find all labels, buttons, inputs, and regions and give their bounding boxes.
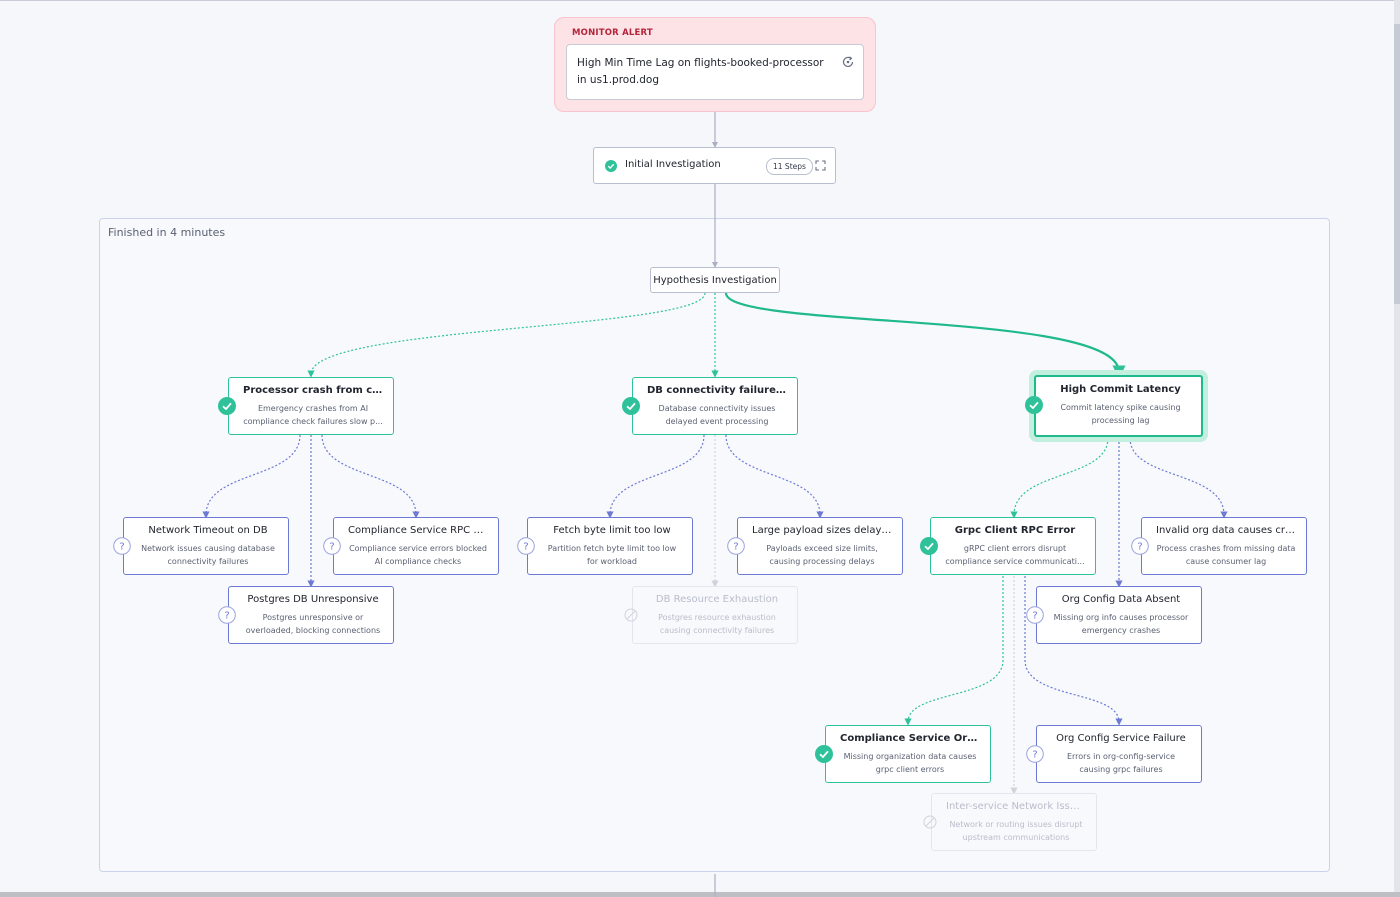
node-description: Database connectivity issues delayed eve… — [658, 404, 776, 426]
node-title: DB connectivity failure ca... — [647, 385, 787, 396]
initial-investigation-node[interactable]: Initial Investigation 11 Steps — [593, 147, 836, 184]
check-circle-icon — [218, 397, 236, 415]
svg-text:?: ? — [224, 611, 229, 622]
node-title: Grpc Client RPC Error — [954, 525, 1076, 536]
hypothesis-node-high-commit-latency[interactable]: High Commit Latency Commit latency spike… — [1025, 375, 1203, 437]
node-title: Invalid org data causes cras... — [1156, 525, 1296, 536]
node-title: Processor crash from com... — [243, 385, 383, 396]
hypothesis-node-compliance-service-org-data[interactable]: Compliance Service Org D... Missing orga… — [815, 725, 991, 783]
svg-text:?: ? — [523, 542, 528, 553]
node-title: Org Config Service Failure — [1056, 733, 1186, 744]
edge-hypo-processor — [307, 292, 706, 378]
initial-investigation-label: Initial Investigation — [625, 159, 721, 170]
question-circle-icon: ? — [218, 606, 236, 624]
edge-proc-network — [202, 434, 301, 519]
svg-text:?: ? — [1032, 611, 1037, 622]
node-description: Errors in org-config-service causing grp… — [1066, 752, 1176, 774]
ruled-out-icon — [624, 608, 638, 622]
node-description: Missing organization data causes grpc cl… — [843, 752, 977, 774]
question-circle-icon: ? — [113, 537, 131, 555]
edge-commit-grpc — [1010, 437, 1109, 519]
window-top-border — [0, 0, 1400, 1]
question-circle-icon: ? — [323, 537, 341, 555]
node-title: Large payload sizes delay c... — [752, 525, 892, 536]
node-title: Network Timeout on DB — [148, 525, 268, 536]
node-title: High Commit Latency — [1060, 384, 1181, 395]
check-circle-icon — [605, 160, 617, 172]
svg-text:?: ? — [733, 542, 738, 553]
question-circle-icon: ? — [517, 537, 535, 555]
node-description: Postgres unresponsive or overloaded, blo… — [245, 613, 381, 635]
hypothesis-node-processor-crash[interactable]: Processor crash from com... Emergency cr… — [218, 377, 394, 435]
node-title: Compliance Service RPC Fai... — [348, 525, 488, 536]
hypothesis-node-network-timeout[interactable]: ? Network Timeout on DB Network issues c… — [113, 517, 289, 575]
hypothesis-node-grpc-client-rpc-error[interactable]: Grpc Client RPC Error gRPC client errors… — [920, 517, 1096, 575]
hypothesis-node-db-resource-exhaustion[interactable]: DB Resource Exhaustion Postgres resource… — [624, 586, 798, 644]
edge-db-fetch — [606, 434, 705, 519]
check-circle-icon — [920, 537, 938, 555]
node-description: Emergency crashes from AI compliance che… — [243, 404, 383, 426]
hypothesis-node-postgres-unresponsive[interactable]: ? Postgres DB Unresponsive Postgres unre… — [218, 586, 394, 644]
node-description: Postgres resource exhaustion causing con… — [658, 613, 776, 635]
node-description: Payloads exceed size limits, causing pro… — [766, 544, 878, 566]
svg-text:?: ? — [1032, 750, 1037, 761]
node-description: Partition fetch byte limit too low for w… — [547, 544, 677, 566]
check-circle-icon — [622, 397, 640, 415]
check-circle-icon — [1025, 396, 1043, 414]
edge-grpc-complianceorg — [904, 576, 1004, 726]
check-circle-icon — [815, 745, 833, 763]
alert-card[interactable]: High Min Time Lag on flights-booked-proc… — [566, 44, 864, 100]
node-title: Fetch byte limit too low — [553, 525, 671, 536]
expand-icon[interactable] — [815, 160, 826, 171]
edge-grpc-orgfailure — [1024, 576, 1123, 726]
node-description: Compliance service errors blocked AI com… — [349, 544, 487, 566]
question-circle-icon: ? — [727, 537, 745, 555]
node-description: gRPC client errors disrupt compliance se… — [945, 544, 1085, 566]
node-description: Network issues causing database connecti… — [141, 544, 275, 566]
group-label: Finished in 4 minutes — [108, 226, 226, 239]
svg-text:?: ? — [329, 542, 334, 553]
hypothesis-node-fetch-byte-limit[interactable]: ? Fetch byte limit too low Partition fet… — [517, 517, 693, 575]
question-circle-icon: ? — [1026, 745, 1044, 763]
hypothesis-node-inter-service-network[interactable]: Inter-service Network Issues Network or … — [923, 793, 1097, 851]
monitor-alert[interactable]: MONITOR ALERT High Min Time Lag on fligh… — [554, 17, 876, 112]
hypothesis-node-invalid-org-data[interactable]: ? Invalid org data causes cras... Proces… — [1131, 517, 1307, 575]
edge-commit-invalid — [1129, 437, 1228, 519]
hypothesis-node-org-config-service-failure[interactable]: ? Org Config Service Failure Errors in o… — [1026, 725, 1202, 783]
question-circle-icon: ? — [1026, 606, 1044, 624]
alert-text: High Min Time Lag on flights-booked-proc… — [577, 57, 824, 86]
node-title: Postgres DB Unresponsive — [247, 594, 379, 605]
svg-text:?: ? — [119, 542, 124, 553]
edge-hypo-commit — [724, 292, 1126, 379]
node-description: Missing org info causes processor emerge… — [1053, 613, 1189, 635]
hypothesis-investigation-node[interactable]: Hypothesis Investigation — [650, 267, 780, 293]
node-description: Process crashes from missing data cause … — [1156, 544, 1296, 566]
node-title: Inter-service Network Issues — [946, 801, 1086, 812]
horizontal-scrollbar[interactable] — [0, 892, 1400, 897]
hypothesis-investigation-label: Hypothesis Investigation — [653, 275, 777, 286]
ruled-out-icon — [923, 815, 937, 829]
hypothesis-node-large-payload[interactable]: ? Large payload sizes delay c... Payload… — [727, 517, 903, 575]
alert-label: MONITOR ALERT — [572, 28, 653, 38]
node-title: DB Resource Exhaustion — [655, 594, 779, 605]
edge-proc-compliance — [321, 434, 420, 519]
hypothesis-node-db-connectivity[interactable]: DB connectivity failure ca... Database c… — [622, 377, 798, 435]
node-description: Commit latency spike causing processing … — [1060, 403, 1181, 425]
svg-text:?: ? — [1137, 542, 1142, 553]
edge-db-payload — [725, 434, 824, 519]
steps-badge[interactable]: 11 Steps — [766, 158, 813, 175]
question-circle-icon: ? — [1131, 537, 1149, 555]
vertical-scrollbar[interactable] — [1394, 0, 1400, 897]
hypothesis-node-org-config-data-absent[interactable]: ? Org Config Data Absent Missing org inf… — [1026, 586, 1202, 644]
hypothesis-node-compliance-rpc[interactable]: ? Compliance Service RPC Fai... Complian… — [323, 517, 499, 575]
refresh-icon[interactable] — [841, 55, 855, 69]
vertical-scrollbar-thumb[interactable] — [1394, 24, 1400, 304]
node-title: Compliance Service Org D... — [840, 733, 980, 744]
node-title: Org Config Data Absent — [1061, 594, 1181, 605]
node-description: Network or routing issues disrupt upstre… — [949, 820, 1083, 842]
